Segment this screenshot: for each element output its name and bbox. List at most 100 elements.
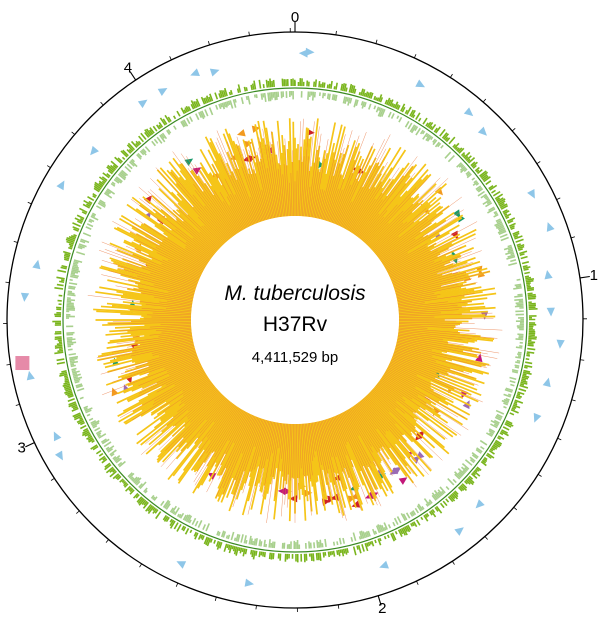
- forward-gene: [222, 90, 227, 97]
- profile-bar: [367, 392, 434, 459]
- profile-line: [166, 398, 228, 470]
- profile-bar: [194, 400, 231, 445]
- profile-bar: [376, 382, 417, 414]
- profile-line: [363, 204, 398, 243]
- profile-bar: [109, 330, 192, 342]
- forward-gene: [509, 225, 515, 229]
- forward-gene: [524, 364, 533, 368]
- profile-line: [347, 161, 388, 231]
- reverse-gene: [172, 511, 176, 515]
- profile-line: [203, 225, 223, 246]
- forward-gene: [216, 541, 221, 550]
- reverse-gene: [263, 92, 267, 102]
- profile-line: [296, 170, 298, 217]
- forward-gene: [439, 502, 445, 509]
- profile-bar: [395, 345, 453, 362]
- forward-gene: [93, 187, 100, 193]
- profile-line: [180, 380, 211, 402]
- reverse-gene: [472, 181, 479, 187]
- reverse-gene: [77, 246, 83, 250]
- forward-gene: [219, 90, 223, 98]
- reverse-gene: [515, 285, 522, 288]
- forward-gene: [54, 337, 62, 340]
- profile-bar: [225, 416, 259, 498]
- reverse-gene: [133, 476, 140, 484]
- reverse-gene: [496, 219, 502, 224]
- scale-tick: [377, 595, 382, 606]
- profile-bar: [259, 422, 278, 515]
- forward-gene: [72, 406, 79, 410]
- forward-gene: [401, 106, 406, 113]
- reverse-gene: [250, 538, 253, 545]
- forward-gene: [107, 169, 113, 175]
- reverse-gene: [317, 541, 321, 548]
- forward-gene: [135, 142, 139, 147]
- reverse-gene: [517, 353, 522, 356]
- profile-line: [398, 312, 493, 317]
- reverse-gene: [507, 249, 514, 253]
- forward-gene: [88, 438, 94, 443]
- forward-gene: [420, 516, 424, 521]
- forward-gene: [517, 391, 525, 395]
- profile-line: [220, 159, 252, 226]
- strain-name: H37Rv: [263, 313, 328, 336]
- profile-line: [304, 121, 315, 217]
- reverse-gene: [498, 227, 506, 232]
- feature-arrow: [244, 578, 254, 587]
- reverse-gene: [488, 429, 495, 435]
- forward-gene: [318, 80, 321, 88]
- forward-gene: [169, 520, 176, 529]
- reverse-gene: [67, 341, 77, 345]
- outer-feature-track: [15, 47, 565, 587]
- scale-tick: [175, 582, 179, 587]
- forward-gene: [272, 552, 275, 560]
- reverse-gene: [321, 543, 324, 548]
- reverse-gene: [233, 537, 237, 542]
- profile-bar: [295, 423, 298, 496]
- reverse-gene: [311, 91, 315, 101]
- reverse-gene: [262, 93, 265, 98]
- profile-bar: [331, 416, 360, 488]
- profile-line: [306, 423, 313, 476]
- profile-line: [390, 361, 483, 403]
- forward-gene: [422, 117, 428, 125]
- profile-bar: [130, 328, 192, 336]
- forward-gene: [387, 99, 392, 106]
- forward-gene: [512, 230, 520, 235]
- forward-gene: [87, 433, 92, 438]
- reverse-gene: [501, 399, 509, 404]
- profile-bar: [189, 170, 237, 236]
- forward-gene: [138, 498, 145, 506]
- reverse-gene: [439, 486, 446, 494]
- profile-line: [398, 309, 459, 314]
- profile-line: [286, 423, 291, 508]
- profile-line: [116, 333, 192, 345]
- forward-gene: [527, 292, 533, 295]
- profile-bar: [390, 359, 436, 379]
- reverse-gene: [80, 238, 90, 244]
- forward-gene: [63, 258, 69, 262]
- forward-gene: [525, 276, 532, 280]
- reverse-gene: [229, 100, 234, 109]
- reverse-gene: [441, 490, 445, 495]
- forward-gene: [125, 485, 131, 492]
- forward-gene: [130, 140, 138, 148]
- profile-line: [87, 295, 192, 308]
- profile-line: [343, 148, 387, 229]
- forward-gene: [410, 522, 414, 527]
- profile-bar: [360, 177, 413, 241]
- forward-gene: [394, 530, 398, 535]
- feature-arrow: [111, 387, 119, 397]
- profile-bar: [203, 404, 237, 451]
- reverse-gene: [68, 282, 78, 286]
- profile-bar: [167, 236, 209, 265]
- forward-gene: [86, 203, 91, 208]
- profile-line: [339, 201, 352, 227]
- forward-gene: [80, 421, 85, 426]
- profile-bar: [305, 423, 314, 487]
- forward-gene: [515, 238, 524, 243]
- profile-line: [361, 210, 388, 241]
- reverse-gene: [225, 535, 229, 539]
- profile-line: [388, 250, 438, 275]
- profile-bar: [109, 242, 200, 281]
